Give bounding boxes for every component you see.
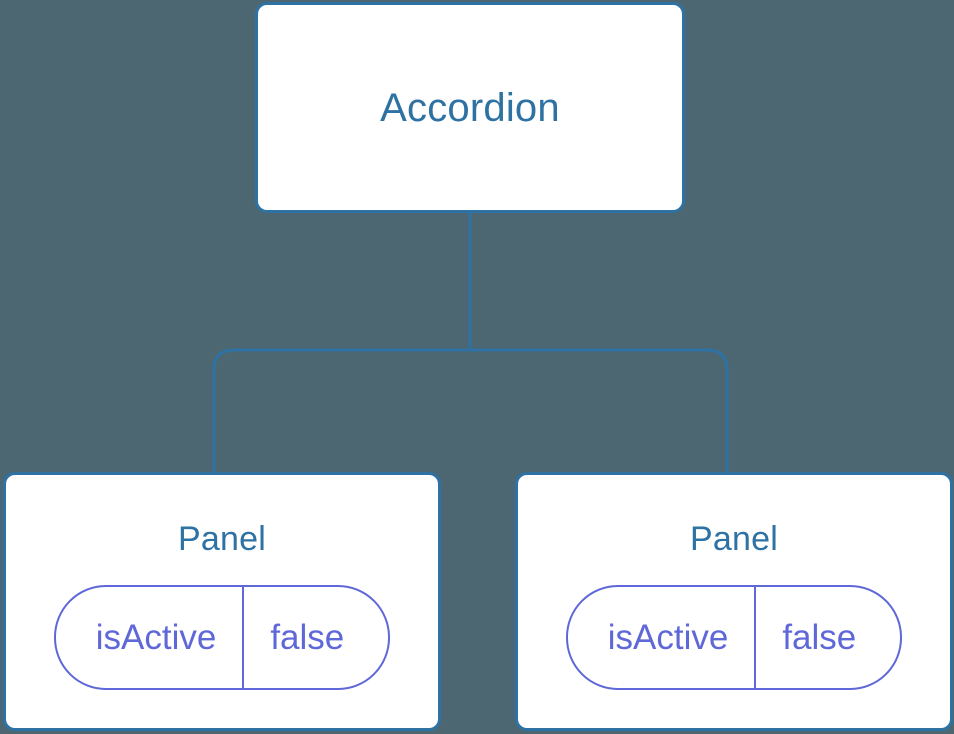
node-accordion[interactable]: Accordion xyxy=(255,2,685,213)
node-panel-2-title: Panel xyxy=(690,520,778,558)
attribute-pill-panel-2[interactable]: isActive false xyxy=(565,585,903,690)
node-panel-1[interactable]: Panel isActive false xyxy=(3,472,441,731)
node-accordion-title: Accordion xyxy=(380,85,560,130)
node-panel-1-title: Panel xyxy=(178,520,266,558)
attribute-key-isactive: isActive xyxy=(56,587,245,688)
attribute-value-isactive: false xyxy=(270,618,345,657)
edge-to-panel-right xyxy=(470,348,729,474)
edge-to-panel-left xyxy=(212,348,470,474)
attribute-key-isactive: isActive xyxy=(568,587,757,688)
attribute-pill-panel-1[interactable]: isActive false xyxy=(53,585,391,690)
attribute-value-isactive: false xyxy=(782,618,857,657)
node-panel-2[interactable]: Panel isActive false xyxy=(515,472,953,731)
